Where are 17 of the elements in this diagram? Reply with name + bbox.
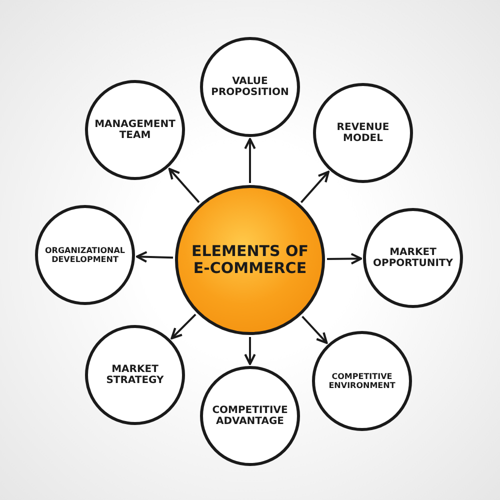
arrow: [170, 314, 196, 340]
circle-label: MARKET STRATEGY: [105, 364, 165, 386]
circle-label: COMPETITIVE ENVIRONMENT: [328, 372, 396, 390]
circle-label: COMPETITIVE ADVANTAGE: [211, 404, 289, 428]
arrow: [244, 138, 256, 183]
arrow: [302, 316, 328, 344]
circle-label: REVENUE MODEL: [336, 122, 390, 144]
circle-label: VALUE PROPOSITION: [210, 76, 290, 98]
circle-label: ORGANIZATIONAL DEVELOPMENT: [44, 246, 126, 264]
arrow: [168, 168, 200, 203]
central-title: ELEMENTS OF E-COMMERCE: [190, 242, 310, 278]
arrow: [326, 252, 362, 265]
arrow: [300, 170, 330, 204]
arrow: [244, 337, 256, 366]
circle-label: MARKET OPPORTUNITY: [372, 246, 454, 270]
circle-label: MANAGEMENT TEAM: [94, 118, 176, 142]
arrow: [136, 251, 174, 263]
